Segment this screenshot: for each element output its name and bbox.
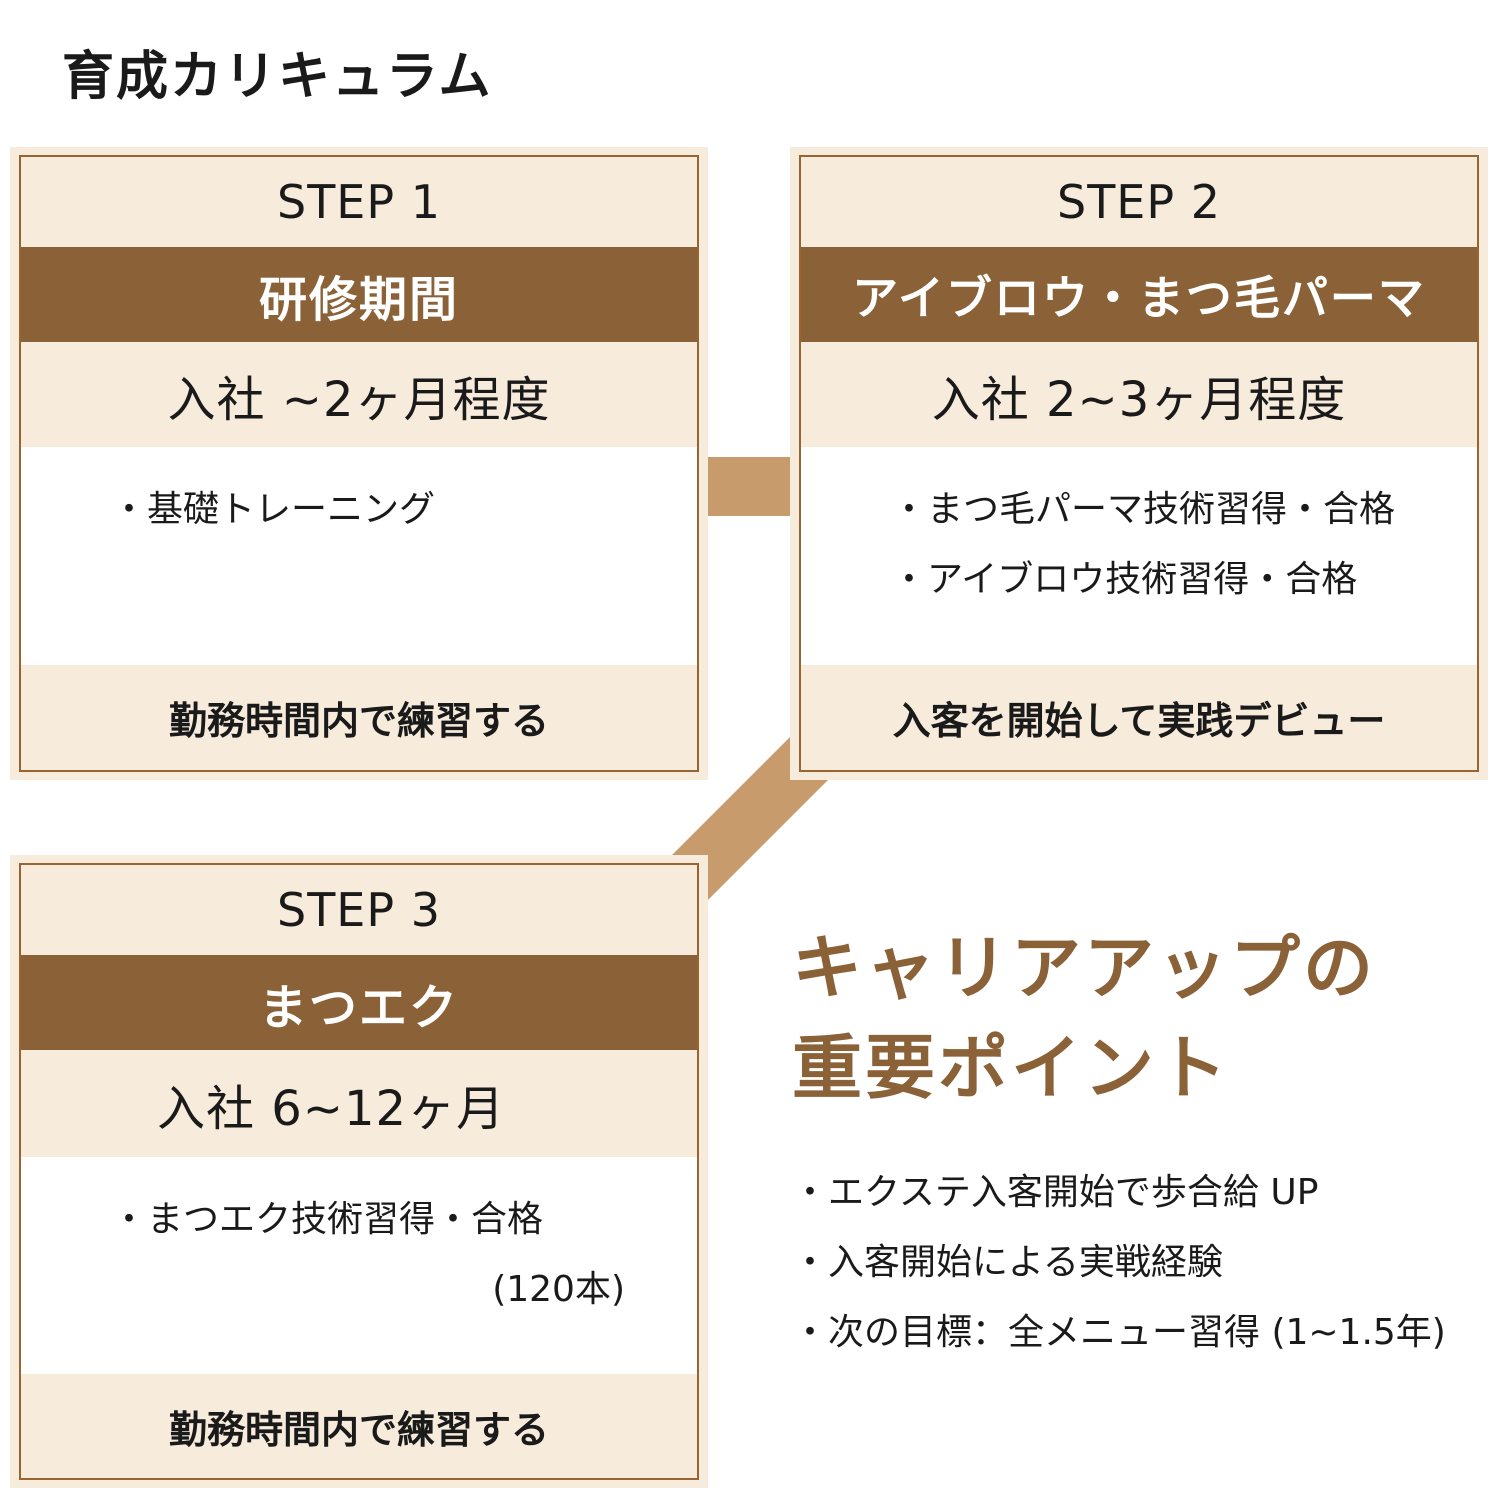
career-heading: キャリアアップの 重要ポイント [792,918,1376,1118]
step-label: STEP 1 [277,175,441,229]
step-footer: 勤務時間内で練習する [168,1407,549,1452]
career-points: ・エクステ入客開始で歩合給 UP ・入客開始による実戦経験 ・次の目標：全メニュ… [792,1158,1446,1368]
step-1-card: STEP 1 研修期間 入社 ~2ヶ月程度 ・基礎トレーニング 勤務時間内で練習… [10,147,708,780]
step-item-note: (120本) [492,1269,625,1310]
career-point: ・入客開始による実戦経験 [792,1242,1223,1283]
step-item: ・まつエク技術習得・合格 [111,1199,544,1240]
step-period: 入社 6~12ヶ月 [157,1080,506,1137]
connector-horizontal [708,457,790,516]
step-period: 入社 2~3ヶ月程度 [931,371,1347,428]
step-item: ・まつ毛パーマ技術習得・合格 [891,489,1396,530]
career-heading-line2: 重要ポイント [792,1027,1230,1109]
step-footer: 勤務時間内で練習する [168,699,549,743]
step-label: STEP 2 [1057,175,1221,229]
step-label: STEP 3 [277,883,441,937]
step-3-card: STEP 3 まつエク 入社 6~12ヶ月 ・まつエク技術習得・合格 (120本… [10,855,708,1488]
step-footer: 入客を開始して実践デビュー [892,699,1386,743]
step-name: 研修期間 [21,247,697,342]
step-name: アイブロウ・まつ毛パーマ [801,247,1477,342]
step-2-card: STEP 2 アイブロウ・まつ毛パーマ 入社 2~3ヶ月程度 ・まつ毛パーマ技術… [790,147,1488,780]
career-point: ・次の目標：全メニュー習得 (1~1.5年) [792,1312,1446,1353]
career-point: ・エクステ入客開始で歩合給 UP [792,1172,1319,1213]
step-item: ・基礎トレーニング [111,489,436,530]
step-period: 入社 ~2ヶ月程度 [167,371,551,428]
page-title: 育成カリキュラム [62,47,493,107]
step-item: ・アイブロウ技術習得・合格 [891,559,1358,600]
step-name: まつエク [21,955,697,1050]
career-heading-line1: キャリアアップの [792,927,1376,1009]
